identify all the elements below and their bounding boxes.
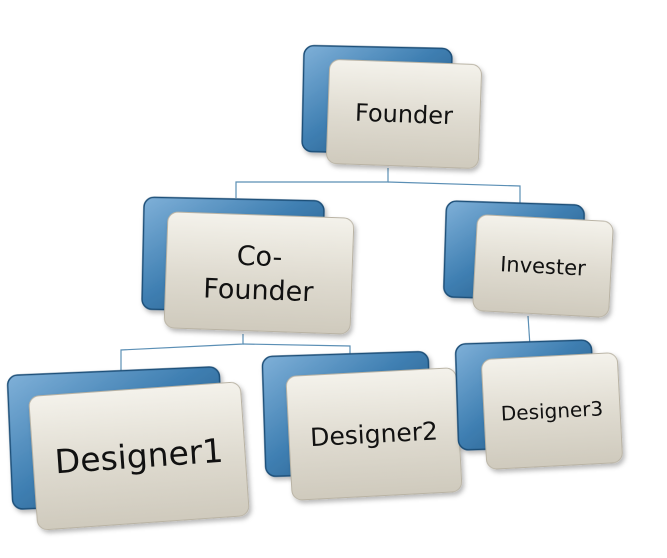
connector-founder-to-co-founder [235, 168, 389, 198]
connector-co-founder-to-designer1 [120, 334, 244, 372]
node-front-panel [481, 352, 623, 470]
connector-invester-to-designer3 [527, 315, 531, 347]
node-front-panel [472, 214, 614, 318]
node-co-founder[interactable]: Co-Founder [141, 196, 355, 335]
node-designer1[interactable]: Designer1 [6, 366, 250, 531]
connector-founder-to-invester [387, 181, 521, 205]
node-label: Designer2 [309, 416, 438, 452]
node-front-panel [326, 59, 482, 169]
node-front-panel [163, 211, 355, 335]
node-label: Designer3 [500, 396, 603, 425]
node-label: Co-Founder [203, 240, 316, 309]
node-front-panel [28, 381, 250, 531]
node-label: Invester [500, 252, 587, 280]
connector-lines [120, 168, 531, 372]
node-designer2[interactable]: Designer2 [261, 350, 463, 501]
connector-co-founder-to-designer2 [242, 343, 351, 356]
node-founder[interactable]: Founder [301, 44, 482, 169]
node-designer3[interactable]: Designer3 [454, 339, 623, 470]
node-label: Founder [355, 99, 454, 130]
node-invester[interactable]: Invester [443, 200, 614, 318]
